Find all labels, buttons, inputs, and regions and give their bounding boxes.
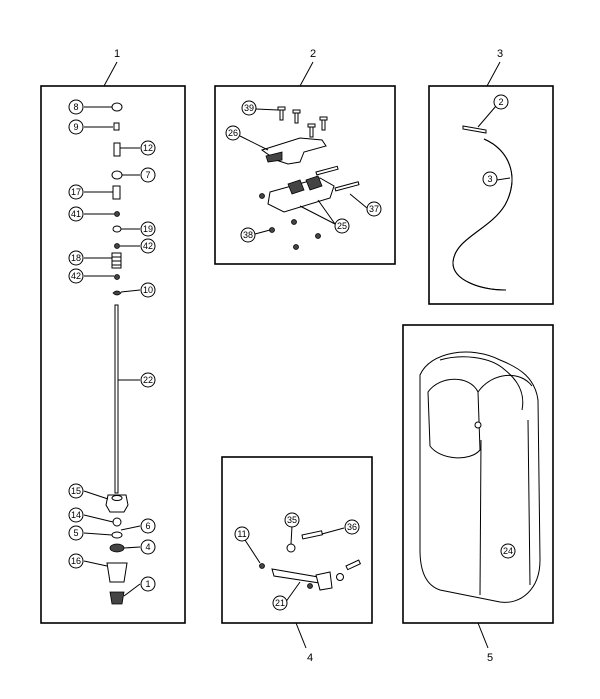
callout: 16	[68, 553, 84, 569]
svg-text:39: 39	[244, 103, 254, 113]
panel-3-label: 3	[497, 48, 503, 60]
svg-text:1: 1	[145, 579, 150, 589]
o-ring-part	[111, 102, 123, 112]
callout: 24	[500, 543, 516, 559]
callout: 5	[68, 525, 84, 541]
valve-body-part	[105, 494, 129, 513]
svg-text:24: 24	[503, 546, 513, 556]
housing-part	[106, 562, 128, 583]
seal-part	[112, 517, 122, 527]
callout: 7	[140, 167, 156, 183]
svg-text:19: 19	[143, 224, 153, 234]
callout: 37	[366, 201, 382, 217]
panel-2: 2 39 26 37 38	[214, 48, 396, 265]
svg-text:3: 3	[487, 174, 492, 184]
callout: 21	[272, 595, 288, 611]
svg-text:26: 26	[228, 128, 238, 138]
panel-5-label: 5	[487, 652, 493, 664]
callout: 3	[482, 171, 498, 187]
svg-text:15: 15	[71, 486, 81, 496]
svg-text:37: 37	[369, 204, 379, 214]
svg-text:38: 38	[243, 230, 253, 240]
svg-text:17: 17	[71, 187, 81, 197]
callout: 17	[68, 184, 84, 200]
svg-text:42: 42	[143, 241, 153, 251]
callout: 6	[140, 518, 156, 534]
washer-part	[286, 543, 296, 553]
ring-part	[111, 170, 123, 180]
callout: 19	[140, 221, 156, 237]
washer-part	[112, 225, 122, 233]
cover-opening	[427, 378, 481, 459]
panel-1: 1	[40, 48, 186, 624]
callout: 1	[140, 576, 156, 592]
callout: 25	[334, 218, 350, 234]
small-sleeve-part	[113, 122, 120, 131]
svg-text:4: 4	[145, 542, 150, 552]
callout: 36	[344, 519, 360, 535]
svg-text:22: 22	[143, 375, 153, 385]
svg-text:11: 11	[237, 529, 246, 539]
svg-text:6: 6	[145, 521, 150, 531]
small-nut-part	[114, 243, 120, 249]
callout: 22	[140, 372, 156, 388]
callout: 41	[68, 206, 84, 222]
callout: 18	[68, 250, 84, 266]
svg-text:14: 14	[71, 510, 81, 520]
panel-4-frame	[221, 456, 373, 624]
svg-text:18: 18	[71, 253, 81, 263]
callout: 35	[284, 512, 300, 528]
callout: 42	[68, 268, 84, 284]
bolt-part	[301, 530, 323, 540]
callout: 38	[240, 227, 256, 243]
svg-text:8: 8	[73, 102, 78, 112]
callout: 12	[140, 140, 156, 156]
callout: 11	[234, 526, 250, 542]
callout: 15	[68, 483, 84, 499]
callout: 4	[140, 539, 156, 555]
rod-part	[114, 304, 119, 494]
svg-text:41: 41	[71, 209, 81, 219]
panel-3: 3 2 3	[428, 48, 554, 305]
svg-text:5: 5	[73, 528, 78, 538]
clip-part	[112, 290, 122, 296]
pin-part	[113, 142, 121, 157]
svg-text:21: 21	[275, 598, 285, 608]
callout: 9	[68, 119, 84, 135]
svg-text:25: 25	[337, 221, 347, 231]
callout: 10	[140, 282, 156, 298]
callout: 26	[225, 125, 241, 141]
svg-text:12: 12	[143, 143, 153, 153]
svg-text:42: 42	[71, 271, 81, 281]
callout: 2	[493, 94, 509, 110]
washer-part-2	[111, 531, 123, 539]
callout: 14	[68, 507, 84, 523]
callout: 39	[241, 100, 257, 116]
callout: 8	[68, 99, 84, 115]
panel-4: 4 11 35 36 21	[221, 456, 373, 664]
svg-text:9: 9	[73, 122, 78, 132]
svg-text:35: 35	[287, 515, 297, 525]
panel-5: 5 24	[402, 324, 554, 664]
panel-2-leaders	[239, 108, 368, 235]
svg-text:16: 16	[71, 556, 81, 566]
panel-1-leaders	[83, 106, 141, 597]
panel-1-frame	[40, 85, 186, 624]
nut-part	[114, 211, 120, 217]
panel-2-label: 2	[310, 48, 316, 60]
small-nut-part-2	[114, 274, 120, 280]
bushing-part	[112, 185, 121, 200]
svg-text:2: 2	[498, 97, 503, 107]
panel-1-label: 1	[114, 48, 120, 60]
panel-4-label: 4	[307, 652, 313, 664]
svg-text:7: 7	[145, 170, 150, 180]
callout: 42	[140, 238, 156, 254]
pin-part	[462, 125, 487, 134]
fitting-part	[109, 591, 125, 605]
svg-text:10: 10	[143, 285, 153, 295]
panel-3-frame	[428, 85, 554, 305]
svg-text:36: 36	[347, 522, 357, 532]
gasket-part	[109, 543, 125, 553]
